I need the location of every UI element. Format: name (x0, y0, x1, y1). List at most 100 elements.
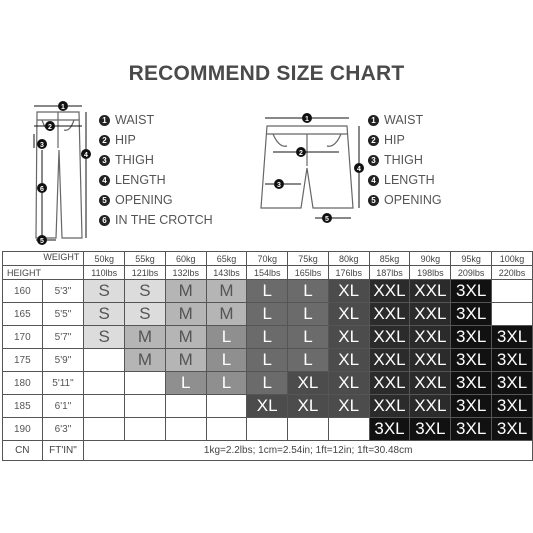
height-ftin-cell: 6'3" (41, 417, 85, 441)
size-cell: L (246, 348, 289, 372)
weight-kg-header: 85kg (368, 251, 411, 266)
size-cell: 3XL (491, 371, 533, 395)
size-cell: 3XL (450, 325, 493, 349)
height-ftin-cell: 5'11" (41, 371, 85, 395)
size-cell (491, 302, 533, 326)
size-cell: L (287, 325, 329, 349)
legend-label: THIGH (384, 153, 423, 167)
number-badge-icon: 2 (99, 134, 110, 146)
size-cell: S (124, 279, 166, 303)
size-cell: XXL (368, 279, 411, 303)
size-cell: L (287, 302, 329, 326)
weight-kg-header: 60kg (164, 251, 207, 266)
number-badge-icon: 3 (368, 154, 379, 166)
svg-text:2: 2 (299, 150, 303, 157)
size-cell: M (124, 348, 166, 372)
weight-kg-header: 55kg (124, 251, 166, 266)
height-ftin-cell: 6'1" (41, 394, 85, 418)
size-cell (83, 371, 126, 395)
weight-lbs-header: 209lbs (450, 265, 493, 280)
weight-lbs-header: 154lbs (246, 265, 289, 280)
weight-kg-header: 95kg (450, 251, 493, 266)
size-cell: 3XL (450, 279, 493, 303)
conversion-note: 1kg=2.2lbs; 1cm=2.54in; 1ft=12in; 1ft=30… (83, 440, 533, 461)
size-cell: XXL (409, 302, 452, 326)
size-cell: S (124, 302, 166, 326)
weight-lbs-header: 187lbs (368, 265, 411, 280)
height-ftin-cell: 5'9" (41, 348, 85, 372)
size-cell: M (164, 348, 207, 372)
svg-text:4: 4 (357, 166, 361, 173)
weight-kg-header: 65kg (205, 251, 248, 266)
size-cell: L (246, 325, 289, 349)
size-cell: L (205, 348, 248, 372)
height-ftin-cell: 5'7" (41, 325, 85, 349)
height-cm-cell: 180 (2, 371, 43, 395)
height-cm-cell: 160 (2, 279, 43, 303)
legend-label: WAIST (115, 113, 155, 127)
legend-label: HIP (384, 133, 405, 147)
size-cell (491, 279, 533, 303)
weight-kg-header: 70kg (246, 251, 289, 266)
weight-kg-header: 100kg (491, 251, 533, 266)
size-cell: M (164, 279, 207, 303)
number-badge-icon: 4 (368, 174, 379, 186)
size-cell: L (287, 348, 329, 372)
legend-label: OPENING (384, 193, 442, 207)
weight-lbs-header: 198lbs (409, 265, 452, 280)
weight-lbs-header: 121lbs (124, 265, 166, 280)
weight-lbs-header: 220lbs (491, 265, 533, 280)
size-cell: 3XL (450, 302, 493, 326)
size-cell: 3XL (368, 417, 411, 441)
svg-text:3: 3 (40, 142, 44, 149)
size-cell: 3XL (450, 394, 493, 418)
size-cell: XL (287, 371, 329, 395)
size-cell: 3XL (491, 417, 533, 441)
size-cell: XL (327, 279, 370, 303)
legend-label: WAIST (384, 113, 424, 127)
size-cell (83, 394, 126, 418)
size-cell: XL (327, 394, 370, 418)
svg-text:1: 1 (305, 116, 309, 123)
size-cell: S (83, 302, 126, 326)
size-cell: XXL (409, 371, 452, 395)
size-cell: 3XL (491, 394, 533, 418)
number-badge-icon: 6 (99, 214, 110, 226)
svg-text:4: 4 (84, 152, 88, 159)
height-ftin-cell: 5'5" (41, 302, 85, 326)
size-cell: 3XL (450, 371, 493, 395)
legend-label: OPENING (115, 193, 173, 207)
shorts-legend-item: 3 THIGH (368, 150, 442, 170)
size-cell: M (164, 325, 207, 349)
weight-lbs-header: 176lbs (327, 265, 370, 280)
svg-text:6: 6 (40, 186, 44, 193)
size-cell (205, 417, 248, 441)
legend-label: LENGTH (115, 173, 166, 187)
size-cell: M (205, 302, 248, 326)
weight-kg-header: 50kg (83, 251, 126, 266)
height-cm-cell: 185 (2, 394, 43, 418)
size-cell: L (246, 371, 289, 395)
size-cell: 3XL (491, 348, 533, 372)
size-cell: XL (287, 394, 329, 418)
size-cell (164, 394, 207, 418)
size-cell (124, 371, 166, 395)
height-cm-cell: 170 (2, 325, 43, 349)
svg-text:5: 5 (325, 216, 329, 223)
size-cell (83, 417, 126, 441)
size-cell (83, 348, 126, 372)
